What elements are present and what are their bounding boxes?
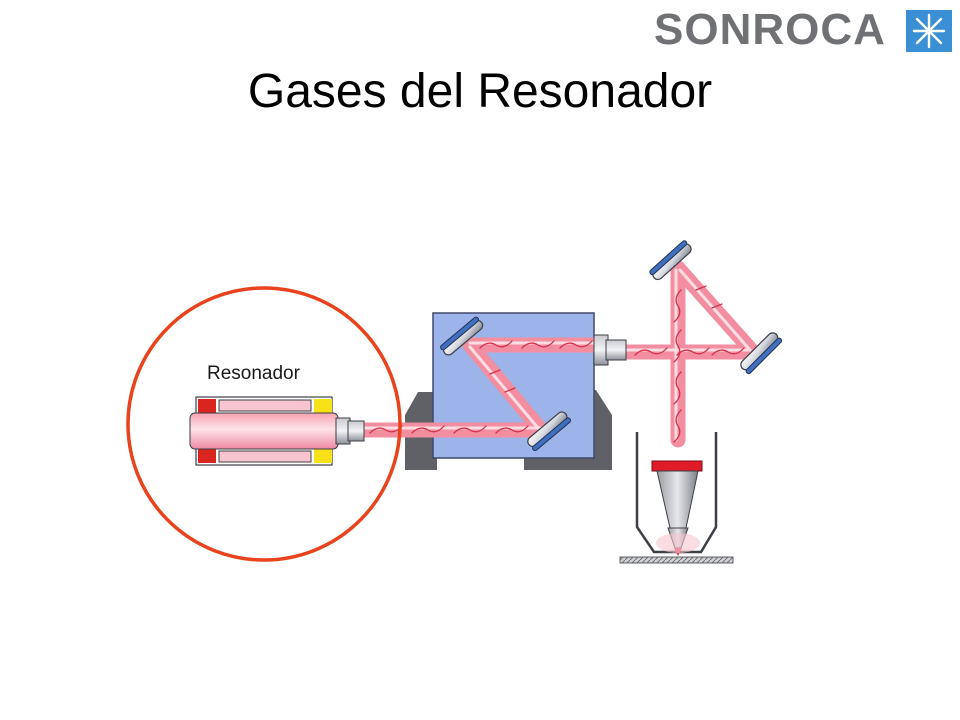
cutting-head bbox=[635, 432, 718, 556]
mirror-top bbox=[649, 240, 692, 281]
slide-title: Gases del Resonador bbox=[247, 65, 713, 118]
beam-port-collar bbox=[605, 339, 627, 361]
resonator-label: Resonador bbox=[207, 363, 301, 384]
snowflake-star-icon bbox=[906, 10, 952, 52]
logo-wordmark: SONROCA bbox=[654, 5, 886, 54]
workpiece-plate bbox=[619, 556, 734, 564]
mirror-lower-right bbox=[527, 411, 572, 452]
mirror-far-right bbox=[740, 332, 783, 375]
resonator-assembly bbox=[189, 396, 365, 466]
sonroca-logo: SONROCA bbox=[654, 6, 954, 54]
laser-beam-paths bbox=[354, 260, 761, 448]
mirror-upper-left bbox=[440, 316, 484, 356]
resonator-highlight-circle bbox=[126, 286, 402, 562]
